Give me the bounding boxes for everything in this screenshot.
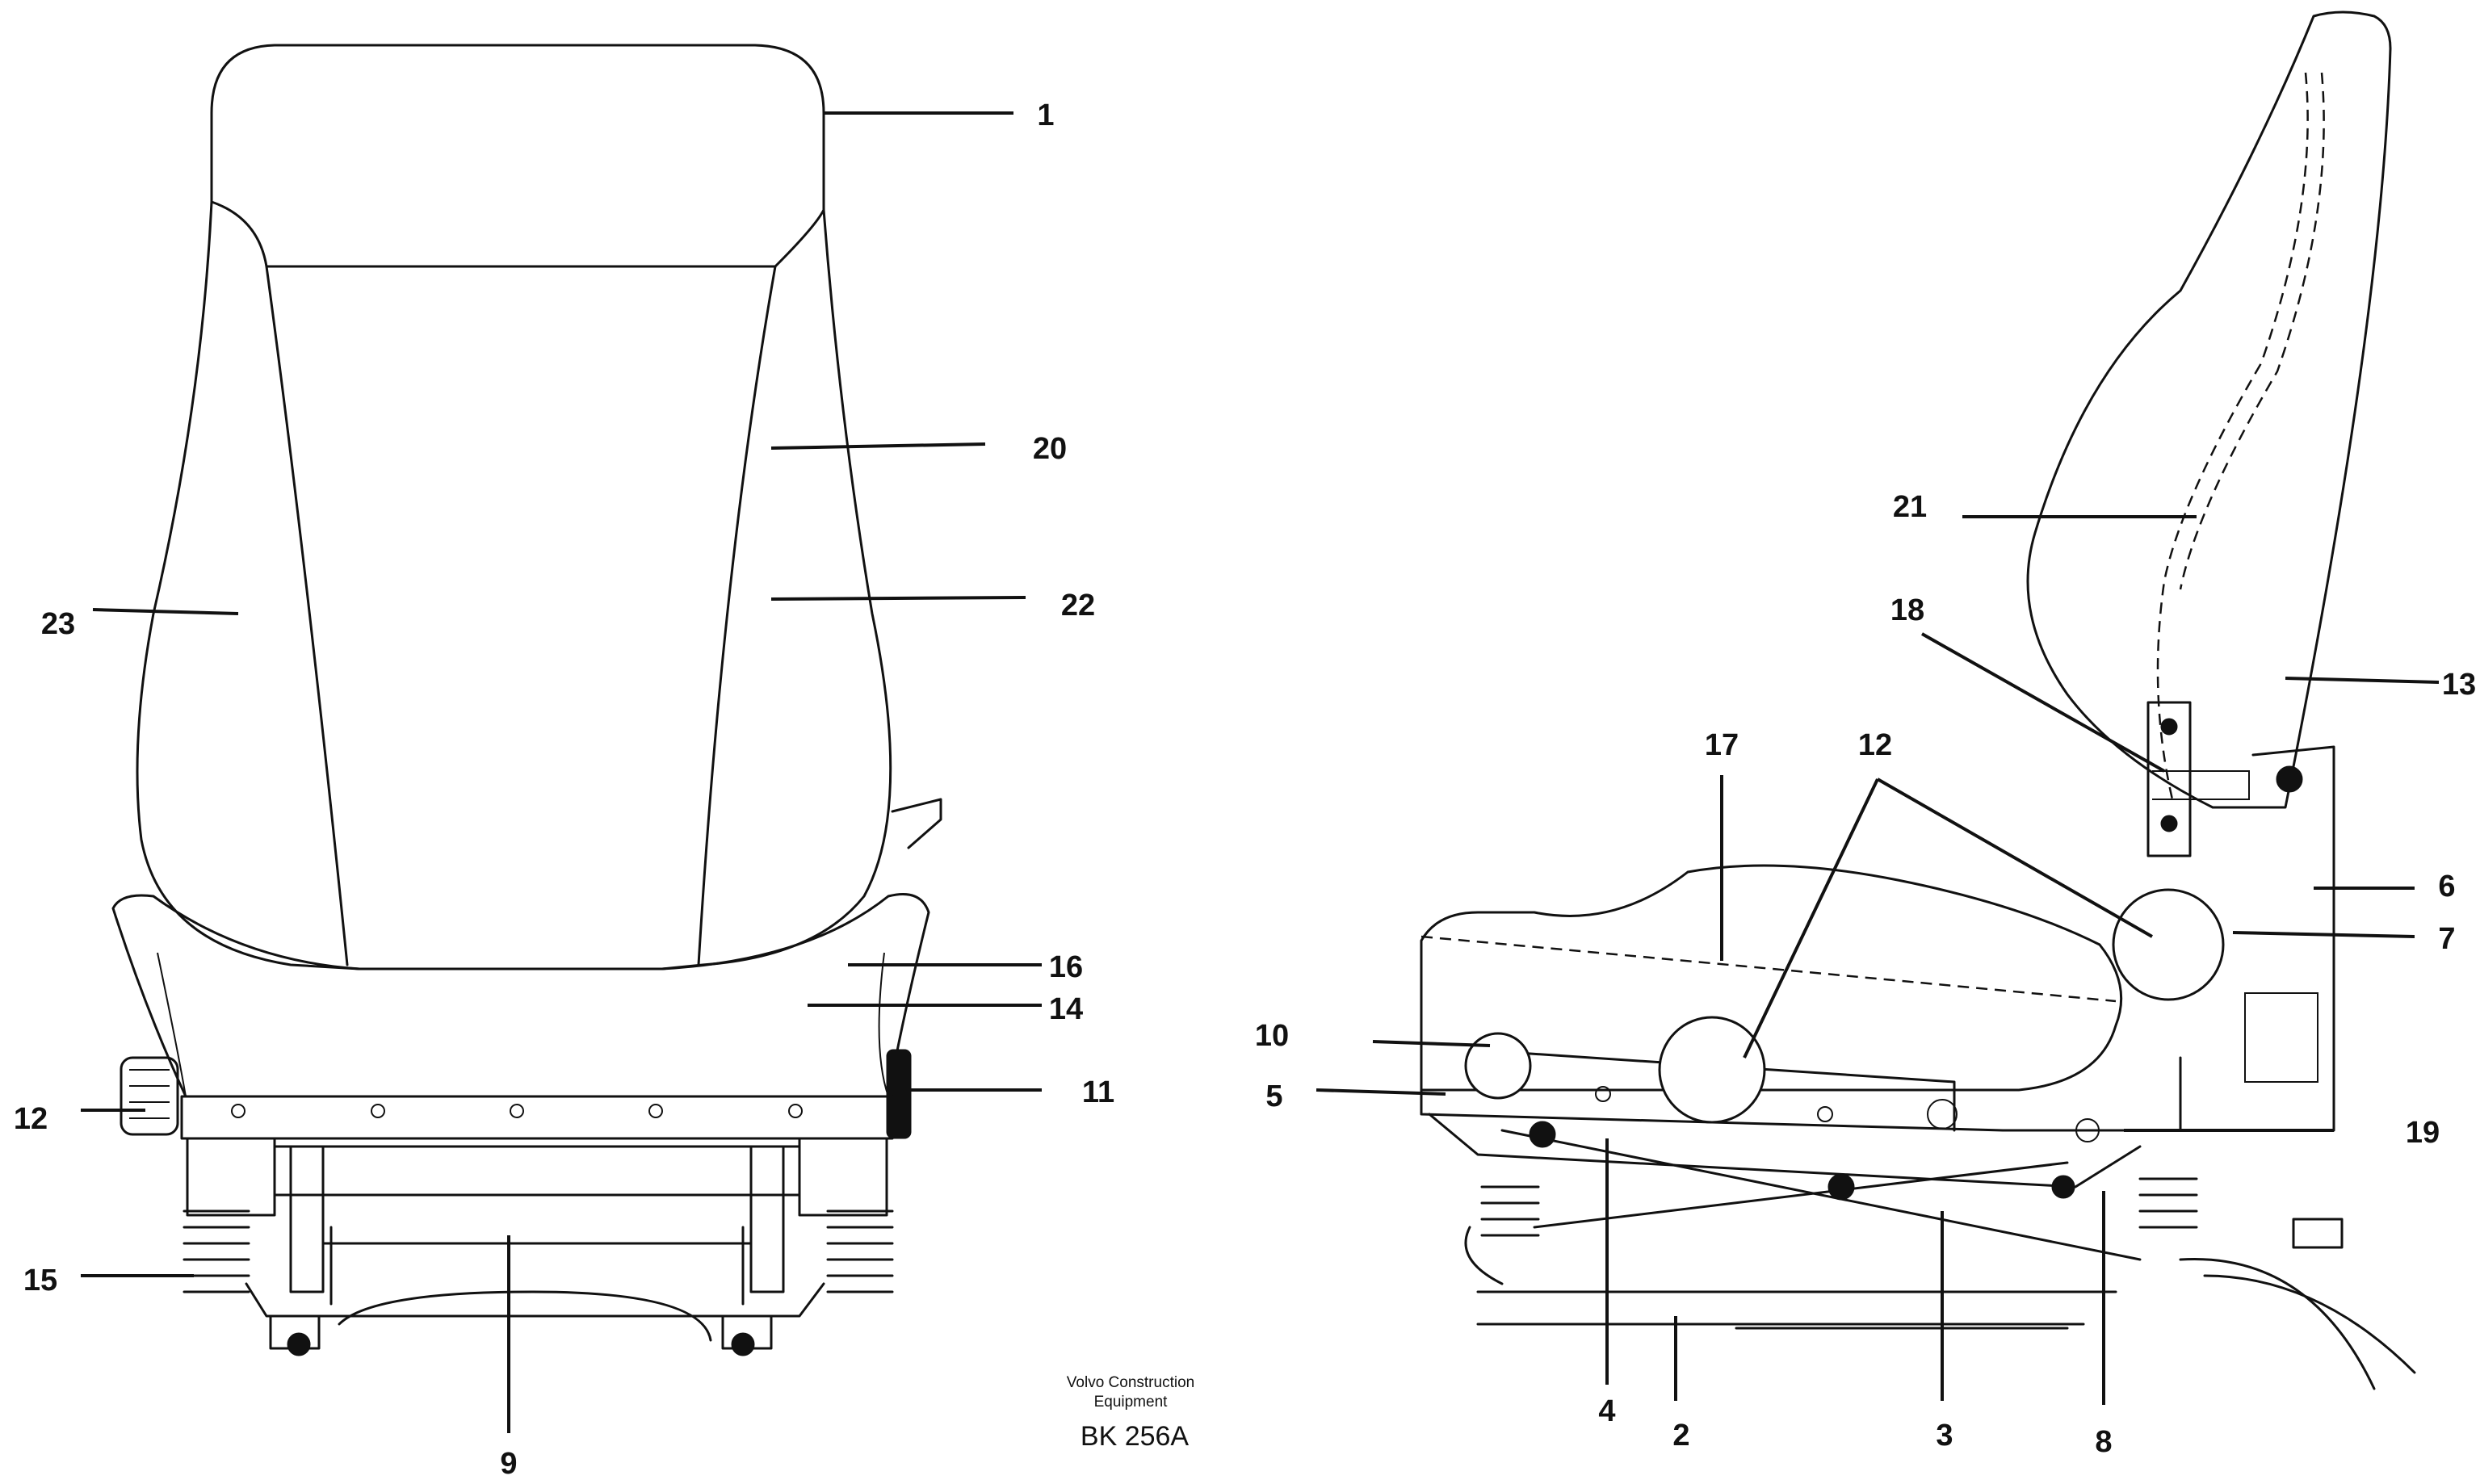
callout-21: 21 (1893, 490, 1927, 524)
caption-figure-code: BK 256A (1081, 1421, 1190, 1452)
callout-8: 8 (2095, 1425, 2112, 1459)
callout-7: 7 (2438, 922, 2455, 956)
callout-20: 20 (1033, 432, 1067, 466)
callout-11: 11 (1082, 1075, 1114, 1109)
callout-15: 15 (23, 1264, 57, 1297)
callout-17: 17 (1705, 728, 1739, 762)
callout-12-side: 12 (1858, 728, 1892, 762)
caption-company-2: Equipment (1094, 1394, 1169, 1411)
leader-lines (81, 111, 2440, 1433)
callout-12-front: 12 (14, 1102, 48, 1136)
callout-2: 2 (1672, 1419, 1689, 1453)
callout-labels: 1 20 22 23 16 14 12 11 15 9 21 18 13 17 … (14, 99, 2476, 1481)
callout-19: 19 (2406, 1116, 2440, 1150)
callout-9: 9 (500, 1447, 517, 1481)
callout-4: 4 (1598, 1394, 1615, 1428)
seat-side-view-drawing (1420, 10, 2416, 1390)
callout-13: 13 (2442, 668, 2476, 702)
caption: Volvo Construction Equipment BK 256A (1067, 1374, 1194, 1452)
callout-18: 18 (1890, 593, 1924, 627)
callout-16: 16 (1049, 950, 1083, 984)
callout-5: 5 (1265, 1079, 1282, 1113)
callout-3: 3 (1936, 1419, 1953, 1453)
seat-front-view-drawing (111, 44, 942, 1356)
callout-22: 22 (1061, 589, 1095, 623)
callout-6: 6 (2438, 870, 2455, 903)
caption-company: Volvo Construction (1067, 1374, 1194, 1391)
callout-1: 1 (1037, 99, 1054, 132)
callout-23: 23 (41, 607, 75, 641)
callout-10: 10 (1255, 1019, 1289, 1053)
callout-14: 14 (1049, 992, 1083, 1026)
